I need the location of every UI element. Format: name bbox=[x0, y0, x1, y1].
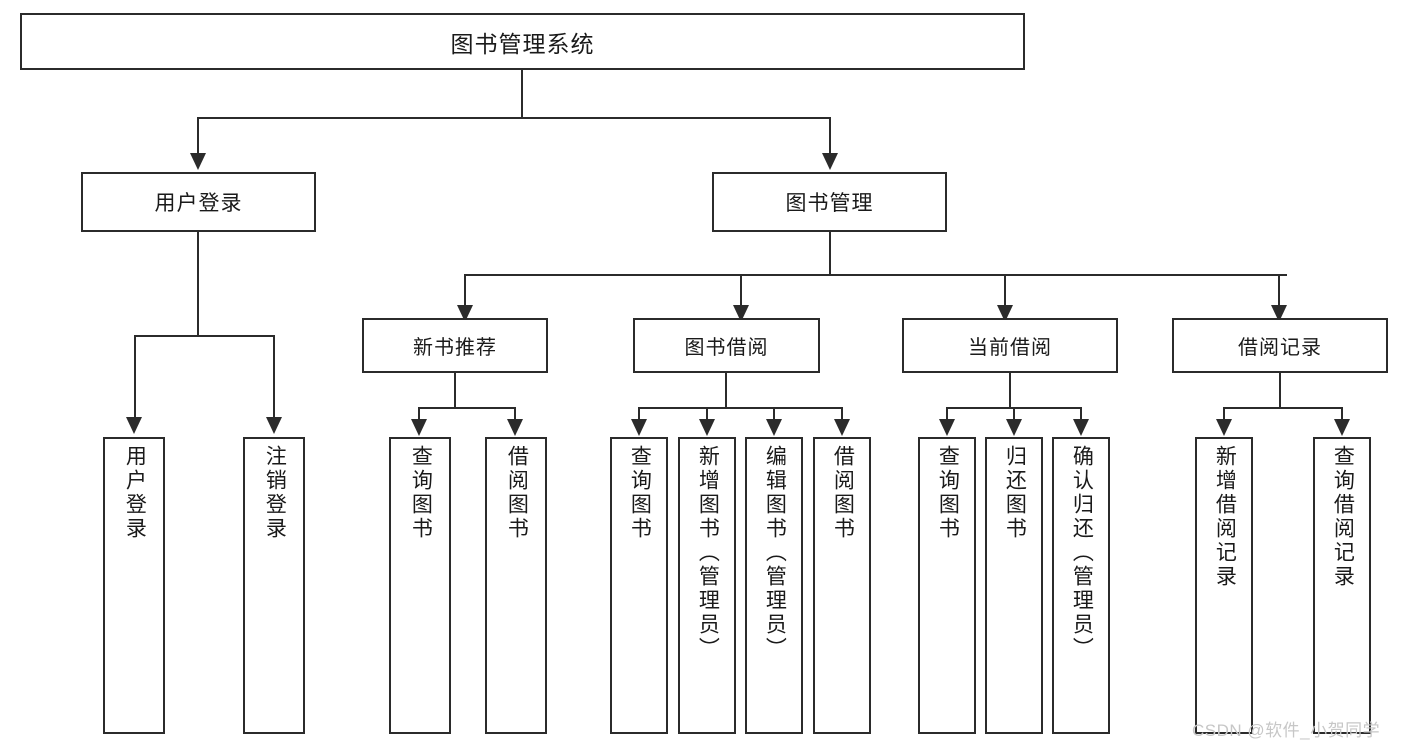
connector-cb-drop-3 bbox=[1080, 407, 1082, 420]
node-book-borrow[interactable]: 图书借阅 bbox=[633, 318, 820, 373]
leaf-current-borrow-return[interactable]: 归还图书 bbox=[985, 437, 1043, 734]
connector-cb-drop-2 bbox=[1013, 407, 1015, 420]
node-label: 借阅图书 bbox=[831, 445, 855, 541]
leaf-user-login-login[interactable]: 用户登录 bbox=[103, 437, 165, 734]
arrow-nbr-to-leaf-1 bbox=[411, 419, 427, 436]
node-label: 当前借阅 bbox=[968, 337, 1052, 359]
node-label: 新书推荐 bbox=[413, 337, 497, 359]
leaf-book-borrow-add-admin[interactable]: 新增图书（管理员） bbox=[678, 437, 736, 734]
node-label: 注销登录 bbox=[263, 445, 287, 541]
connector-bm-drop-3 bbox=[1004, 274, 1006, 306]
connector-user-login-bus bbox=[134, 335, 275, 337]
node-label: 图书管理系统 bbox=[450, 30, 595, 57]
node-label: 查询图书 bbox=[409, 445, 433, 541]
connector-bb-drop-1 bbox=[638, 407, 640, 420]
connector-root-drop-1 bbox=[197, 117, 199, 155]
arrow-bm-to-book-borrow bbox=[733, 305, 749, 322]
arrow-bb-to-leaf-2 bbox=[699, 419, 715, 436]
node-label: 用户登录 bbox=[154, 192, 243, 215]
connector-bb-stem bbox=[725, 373, 727, 407]
leaf-book-borrow-edit-admin[interactable]: 编辑图书（管理员） bbox=[745, 437, 803, 734]
arrow-bb-to-leaf-1 bbox=[631, 419, 647, 436]
node-current-borrow[interactable]: 当前借阅 bbox=[902, 318, 1118, 373]
leaf-book-borrow-query[interactable]: 查询图书 bbox=[610, 437, 668, 734]
node-label: 编辑图书（管理员） bbox=[763, 445, 787, 661]
leaf-current-borrow-query[interactable]: 查询图书 bbox=[918, 437, 976, 734]
connector-bm-drop-2 bbox=[740, 274, 742, 306]
node-label: 新增图书（管理员） bbox=[696, 445, 720, 661]
connector-user-login-drop-2 bbox=[273, 335, 275, 418]
connector-root-bus bbox=[197, 117, 831, 119]
arrow-nbr-to-leaf-2 bbox=[507, 419, 523, 436]
leaf-book-borrow-borrow[interactable]: 借阅图书 bbox=[813, 437, 871, 734]
connector-nbr-bus bbox=[418, 407, 516, 409]
node-label: 借阅图书 bbox=[505, 445, 529, 541]
node-label: 确认归还（管理员） bbox=[1070, 445, 1094, 661]
arrow-br-to-leaf-2 bbox=[1334, 419, 1350, 436]
leaf-new-book-query[interactable]: 查询图书 bbox=[389, 437, 451, 734]
connector-book-management-bus bbox=[464, 274, 1287, 276]
connector-nbr-drop-2 bbox=[514, 407, 516, 420]
connector-cb-stem bbox=[1009, 373, 1011, 407]
leaf-borrow-record-add[interactable]: 新增借阅记录 bbox=[1195, 437, 1253, 734]
arrow-cb-to-leaf-3 bbox=[1073, 419, 1089, 436]
connector-br-drop-1 bbox=[1223, 407, 1225, 420]
connector-bb-drop-4 bbox=[841, 407, 843, 420]
arrow-cb-to-leaf-1 bbox=[939, 419, 955, 436]
connector-bb-drop-2 bbox=[706, 407, 708, 420]
leaf-new-book-borrow[interactable]: 借阅图书 bbox=[485, 437, 547, 734]
node-label: 借阅记录 bbox=[1238, 337, 1322, 359]
arrow-bm-to-current-borrow bbox=[997, 305, 1013, 322]
node-label: 用户登录 bbox=[123, 445, 147, 541]
arrow-root-to-user-login bbox=[190, 153, 206, 170]
leaf-borrow-record-query[interactable]: 查询借阅记录 bbox=[1313, 437, 1371, 734]
connector-br-drop-2 bbox=[1341, 407, 1343, 420]
arrow-bb-to-leaf-4 bbox=[834, 419, 850, 436]
node-book-management[interactable]: 图书管理 bbox=[712, 172, 947, 232]
node-borrow-record[interactable]: 借阅记录 bbox=[1172, 318, 1388, 373]
connector-root-drop-2 bbox=[829, 117, 831, 155]
node-new-book-recommend[interactable]: 新书推荐 bbox=[362, 318, 548, 373]
arrow-user-login-to-leaf-1 bbox=[126, 417, 142, 434]
arrow-br-to-leaf-1 bbox=[1216, 419, 1232, 436]
connector-user-login-drop-1 bbox=[134, 335, 136, 418]
node-label: 图书管理 bbox=[785, 192, 874, 215]
arrow-bb-to-leaf-3 bbox=[766, 419, 782, 436]
arrow-root-to-book-management bbox=[822, 153, 838, 170]
connector-br-stem bbox=[1279, 373, 1281, 407]
connector-nbr-stem bbox=[454, 373, 456, 407]
node-label: 查询借阅记录 bbox=[1331, 445, 1355, 589]
leaf-current-borrow-confirm-admin[interactable]: 确认归还（管理员） bbox=[1052, 437, 1110, 734]
arrow-bm-to-borrow-record bbox=[1271, 305, 1287, 322]
node-label: 查询图书 bbox=[936, 445, 960, 541]
leaf-user-login-logout[interactable]: 注销登录 bbox=[243, 437, 305, 734]
arrow-user-login-to-leaf-2 bbox=[266, 417, 282, 434]
connector-book-management-stem bbox=[829, 232, 831, 274]
connector-bm-drop-4 bbox=[1278, 274, 1280, 306]
connector-bb-drop-3 bbox=[773, 407, 775, 420]
node-label: 新增借阅记录 bbox=[1213, 445, 1237, 589]
connector-nbr-drop-1 bbox=[418, 407, 420, 420]
node-label: 归还图书 bbox=[1003, 445, 1027, 541]
csdn-watermark: CSDN @软件_小贺同学 bbox=[1192, 721, 1381, 740]
node-label: 图书借阅 bbox=[684, 337, 769, 359]
connector-bm-drop-1 bbox=[464, 274, 466, 306]
arrow-cb-to-leaf-2 bbox=[1006, 419, 1022, 436]
connector-br-bus bbox=[1223, 407, 1342, 409]
connector-user-login-stem bbox=[197, 232, 199, 335]
node-root-library-management-system[interactable]: 图书管理系统 bbox=[20, 13, 1025, 70]
node-label: 查询图书 bbox=[628, 445, 652, 541]
node-user-login[interactable]: 用户登录 bbox=[81, 172, 316, 232]
arrow-bm-to-new-book-recommend bbox=[457, 305, 473, 322]
connector-bb-bus bbox=[638, 407, 842, 409]
connector-root-stem bbox=[521, 70, 523, 117]
connector-cb-drop-1 bbox=[946, 407, 948, 420]
